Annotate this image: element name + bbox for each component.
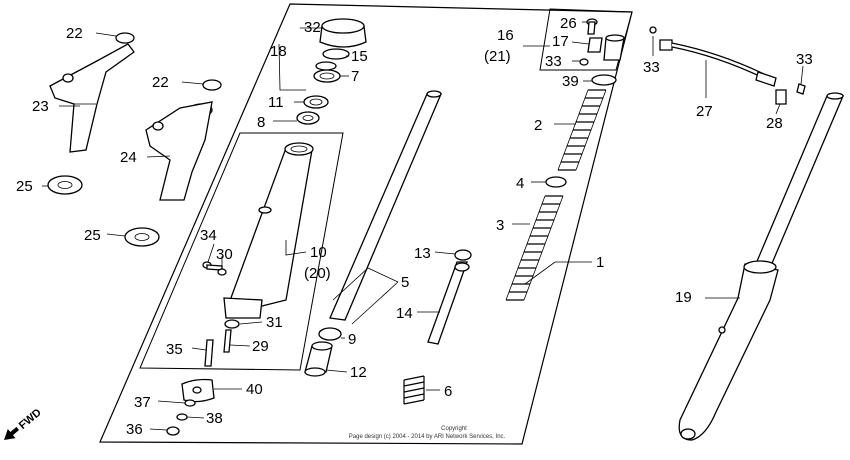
- label-3: 3: [496, 217, 504, 234]
- fwd-label: FWD: [17, 407, 44, 432]
- label-13: 13: [414, 245, 431, 262]
- label-33a: 33: [545, 53, 562, 70]
- o-ring-39[interactable]: [591, 74, 617, 86]
- ring-18[interactable]: [315, 61, 337, 71]
- holder-40[interactable]: [181, 378, 215, 403]
- label-33b: 33: [643, 59, 660, 76]
- o-ring-33-cap[interactable]: [579, 58, 589, 66]
- washer-37[interactable]: [184, 399, 196, 407]
- label-14: 14: [396, 305, 413, 322]
- label-26: 26: [560, 15, 577, 32]
- label-32: 32: [304, 19, 321, 36]
- rod-14[interactable]: [427, 261, 470, 345]
- cap-subframe: [539, 8, 633, 71]
- label-12: 12: [350, 364, 367, 381]
- label-31: 31: [266, 314, 283, 331]
- bolt-34-30[interactable]: [202, 261, 227, 276]
- label-27: 27: [696, 103, 713, 120]
- label-16: 16: [497, 27, 514, 44]
- label-36: 36: [126, 421, 143, 438]
- label-10: 10: [310, 244, 327, 261]
- label-19: 19: [675, 289, 692, 306]
- label-24: 24: [120, 149, 137, 166]
- label-1: 1: [596, 254, 604, 271]
- label-8: 8: [257, 114, 265, 131]
- fwd-arrow-icon: FWD: [4, 407, 44, 440]
- outer-tube-subframe: [139, 132, 344, 371]
- ring-15[interactable]: [322, 48, 350, 60]
- washer-31[interactable]: [224, 319, 240, 329]
- bushing-12[interactable]: [304, 341, 333, 377]
- copyright-title: Copyright: [441, 426, 467, 432]
- bolt-26[interactable]: [586, 18, 598, 35]
- leader-lines: [42, 21, 804, 431]
- pin-35[interactable]: [204, 339, 214, 367]
- cap-32[interactable]: [319, 18, 367, 48]
- outer-tube-10[interactable]: [223, 142, 314, 319]
- label-11: 11: [268, 94, 284, 111]
- spring-2[interactable]: [557, 89, 607, 171]
- label-25a: 25: [16, 178, 33, 195]
- copyright-notice: Page design (c) 2004 - 2014 by ARI Netwo…: [349, 434, 506, 440]
- fork-assembly-frame: [99, 3, 633, 445]
- label-40: 40: [246, 381, 263, 398]
- cushion-25-lower[interactable]: [124, 227, 160, 247]
- seal-7[interactable]: [313, 69, 341, 83]
- label-35: 35: [166, 341, 183, 358]
- o-ring-33-left[interactable]: [649, 26, 657, 34]
- label-38: 38: [206, 410, 223, 427]
- grommet-22-top[interactable]: [115, 32, 135, 44]
- label-17: 17: [552, 33, 569, 50]
- air-hose-27[interactable]: [659, 39, 777, 87]
- label-39: 39: [562, 73, 579, 90]
- nut-36[interactable]: [166, 426, 180, 436]
- label-22b: 22: [152, 74, 169, 91]
- ring-13[interactable]: [454, 249, 472, 261]
- label-5: 5: [401, 274, 409, 291]
- bushing-9[interactable]: [318, 327, 342, 341]
- label-18: 18: [270, 43, 287, 60]
- grommet-22-lower[interactable]: [202, 79, 222, 91]
- label-7: 7: [351, 68, 359, 85]
- label-33c: 33: [796, 51, 813, 68]
- connector-28[interactable]: [775, 89, 787, 105]
- collar-4[interactable]: [545, 176, 567, 188]
- bolt-29[interactable]: [223, 329, 232, 353]
- valve-17[interactable]: [587, 37, 603, 53]
- seal-8[interactable]: [296, 111, 320, 125]
- label-22a: 22: [66, 25, 83, 42]
- fork-cap-16[interactable]: [603, 34, 625, 61]
- label-37: 37: [134, 394, 151, 411]
- spring-6[interactable]: [403, 375, 425, 405]
- label-25b: 25: [84, 227, 101, 244]
- washer-38[interactable]: [176, 413, 188, 421]
- inner-tube-5[interactable]: [329, 90, 442, 321]
- washer-11[interactable]: [303, 95, 329, 109]
- fork-bridge-23[interactable]: [49, 32, 135, 153]
- cushion-25-upper[interactable]: [47, 175, 83, 195]
- label-6: 6: [444, 383, 452, 400]
- label-34: 34: [200, 227, 217, 244]
- fork-bridge-24[interactable]: [145, 79, 222, 201]
- right-fork-19[interactable]: [678, 92, 844, 441]
- spring-3[interactable]: [505, 195, 564, 301]
- screw-33-right[interactable]: [796, 83, 806, 95]
- label-28: 28: [766, 115, 783, 132]
- label-9: 9: [348, 331, 356, 348]
- label-29: 29: [252, 338, 269, 355]
- label-15: 15: [351, 48, 368, 65]
- label-20: (20): [304, 265, 331, 282]
- label-2: 2: [534, 117, 542, 134]
- label-21: (21): [484, 48, 511, 65]
- label-4: 4: [516, 175, 524, 192]
- label-23: 23: [32, 98, 49, 115]
- label-30: 30: [216, 246, 233, 263]
